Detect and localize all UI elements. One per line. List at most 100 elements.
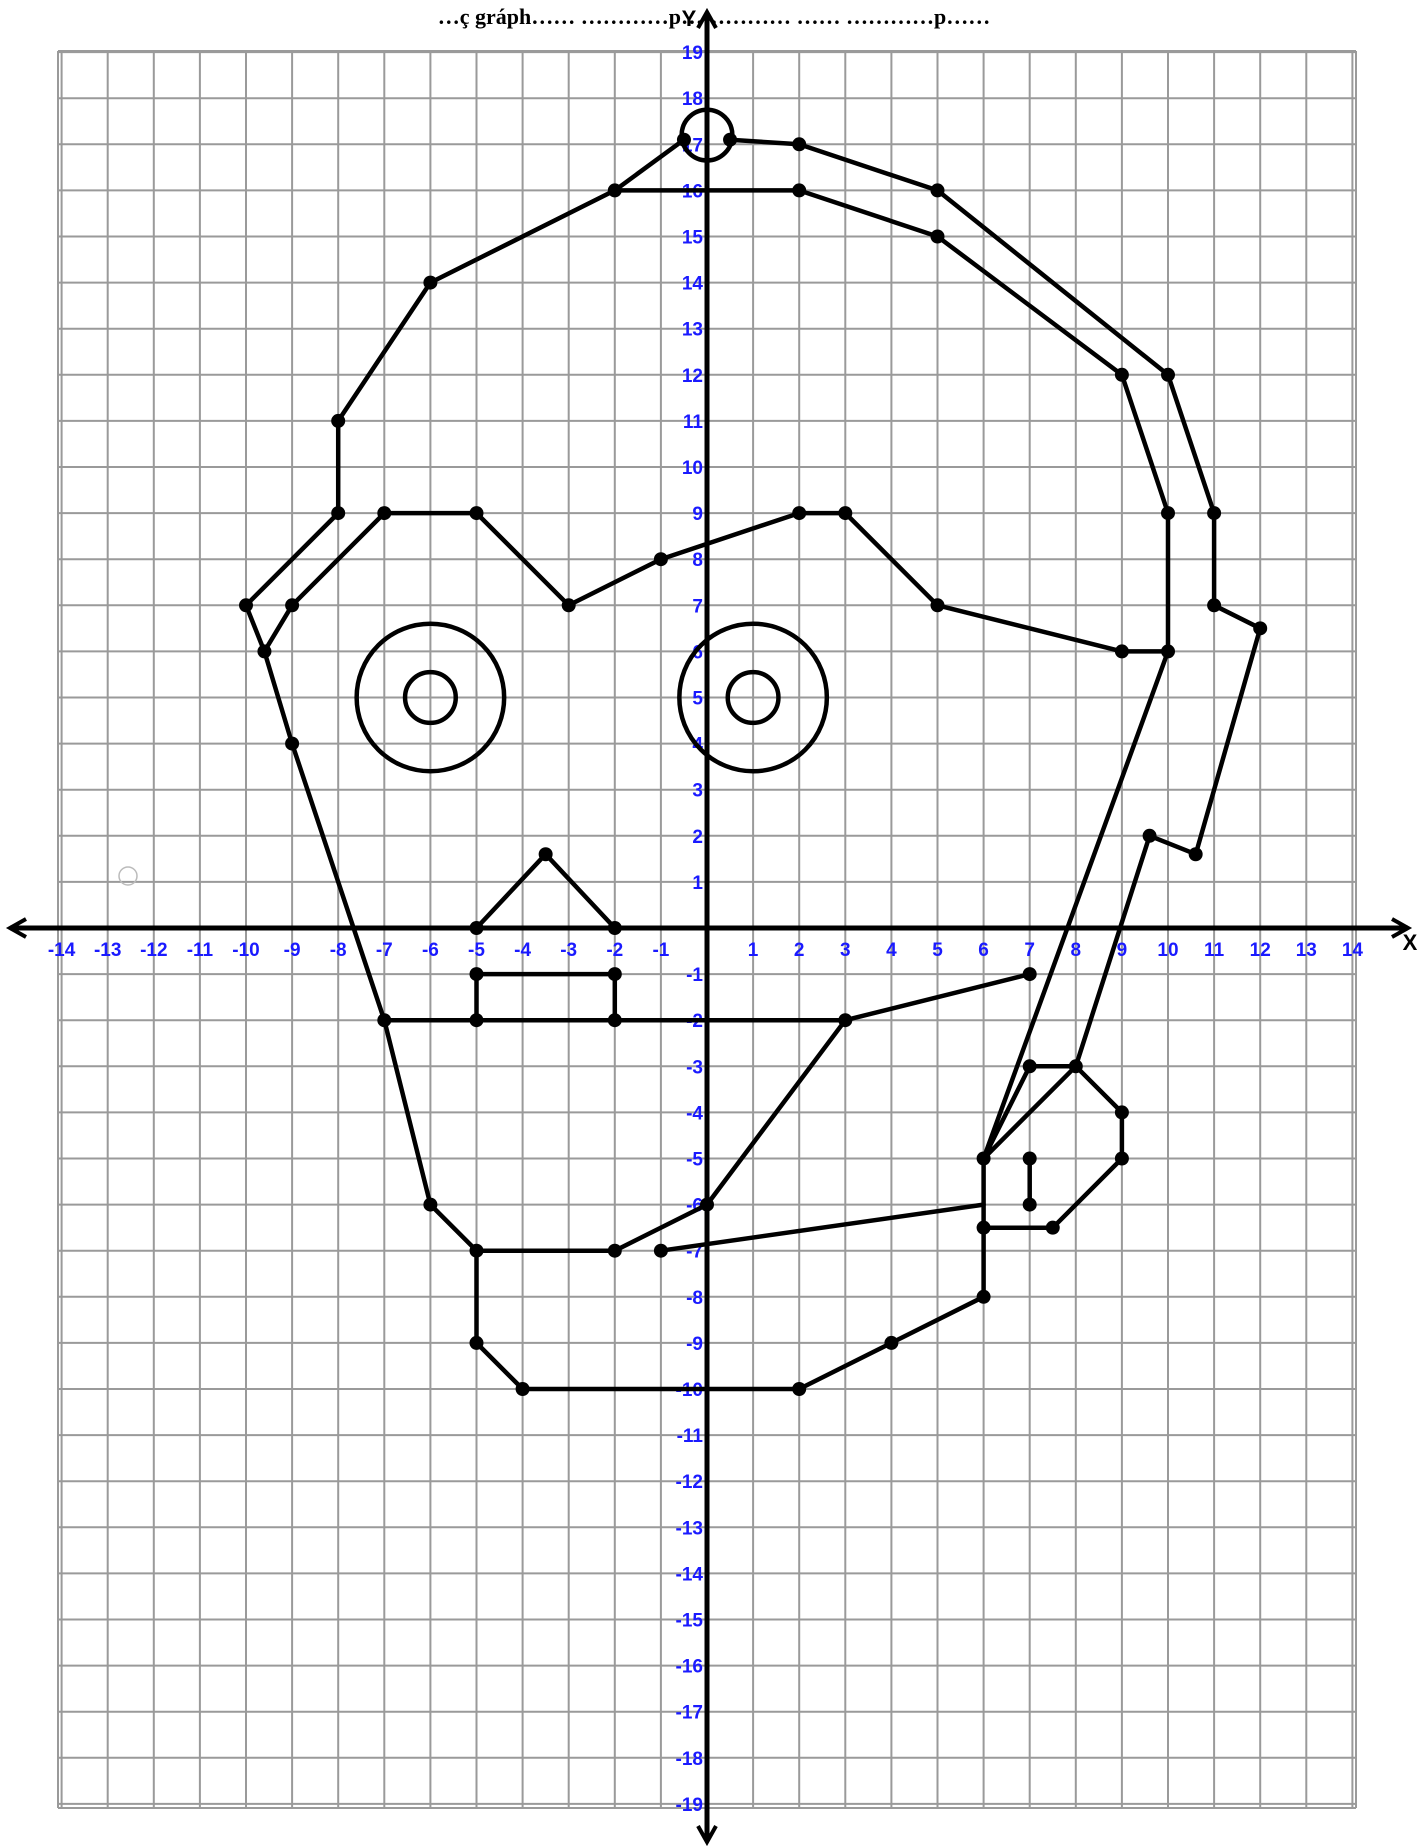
- vertex-point: [470, 1244, 484, 1258]
- vertex-point: [977, 1290, 991, 1304]
- vertex-point: [608, 967, 622, 981]
- y-tick-label: 12: [682, 366, 703, 387]
- x-tick-label: -5: [468, 940, 485, 961]
- x-tick-label: 4: [886, 940, 897, 961]
- x-axis-label: X: [1403, 930, 1418, 955]
- vertex-point: [977, 1221, 991, 1235]
- vertex-point: [539, 847, 553, 861]
- vertex-point: [1023, 967, 1037, 981]
- vertex-point: [608, 921, 622, 935]
- vertex-point: [838, 1013, 852, 1027]
- vertex-point: [1207, 598, 1221, 612]
- x-tick-label: -2: [606, 940, 623, 961]
- x-tick-label: 11: [1204, 940, 1225, 961]
- vertex-point: [1046, 1221, 1060, 1235]
- vertex-point: [931, 230, 945, 244]
- y-tick-label: 13: [682, 320, 703, 341]
- y-tick-label: -12: [676, 1472, 703, 1493]
- x-tick-label: 6: [978, 940, 989, 961]
- vertex-point: [931, 183, 945, 197]
- vertex-point: [470, 1336, 484, 1350]
- vertex-point: [1189, 847, 1203, 861]
- y-tick-label: -13: [676, 1518, 703, 1539]
- x-tick-label: 1: [748, 940, 759, 961]
- y-tick-label: -15: [676, 1611, 704, 1632]
- x-tick-label: 14: [1342, 940, 1364, 961]
- vertex-point: [792, 506, 806, 520]
- y-tick-label: -5: [686, 1150, 703, 1171]
- vertex-point: [1143, 829, 1157, 843]
- y-tick-label: 9: [692, 504, 703, 525]
- vertex-point: [1023, 1152, 1037, 1166]
- y-tick-label: 19: [682, 43, 703, 64]
- vertex-point: [977, 1152, 991, 1166]
- x-tick-label: -3: [560, 940, 577, 961]
- vertex-point: [1161, 644, 1175, 658]
- vertex-point: [700, 1198, 714, 1212]
- y-tick-label: -17: [676, 1703, 703, 1724]
- x-tick-label: -4: [514, 940, 531, 961]
- y-tick-label: 3: [692, 781, 703, 802]
- x-tick-label: 10: [1157, 940, 1178, 961]
- vertex-point: [285, 737, 299, 751]
- y-tick-label: -3: [686, 1057, 703, 1078]
- axes: [10, 12, 1408, 1842]
- vertex-point: [1023, 1059, 1037, 1073]
- vertex-point: [931, 598, 945, 612]
- x-tick-label: 2: [794, 940, 805, 961]
- x-tick-label: -8: [330, 940, 347, 961]
- vertex-point: [423, 1198, 437, 1212]
- vertex-point: [884, 1336, 898, 1350]
- y-tick-label: 18: [682, 89, 703, 110]
- vertex-point: [331, 414, 345, 428]
- x-tick-label: -13: [94, 940, 121, 961]
- x-tick-label: -1: [652, 940, 669, 961]
- x-tick-label: 8: [1071, 940, 1082, 961]
- vertex-point: [608, 1244, 622, 1258]
- y-axis-label: Y: [682, 6, 697, 31]
- vertex-point: [654, 552, 668, 566]
- vertex-point: [516, 1382, 530, 1396]
- vertex-point: [470, 921, 484, 935]
- vertex-point: [1023, 1198, 1037, 1212]
- x-tick-label: -10: [232, 940, 259, 961]
- vertex-point: [470, 967, 484, 981]
- vertex-point: [1207, 506, 1221, 520]
- y-tick-label: -11: [677, 1426, 704, 1447]
- y-tick-label: -18: [676, 1749, 703, 1770]
- vertex-point: [1115, 1152, 1129, 1166]
- vertex-point: [792, 137, 806, 151]
- vertex-point: [1069, 1059, 1083, 1073]
- y-tick-label: 11: [683, 412, 704, 433]
- x-tick-label: -7: [376, 940, 393, 961]
- vertex-point: [470, 506, 484, 520]
- vertex-point: [792, 183, 806, 197]
- vertex-point: [654, 1244, 668, 1258]
- x-tick-label: -9: [284, 940, 301, 961]
- vertex-point: [423, 276, 437, 290]
- vertex-point: [331, 506, 345, 520]
- vertex-point: [723, 133, 737, 147]
- y-tick-label: -4: [686, 1103, 703, 1124]
- vertex-point: [608, 183, 622, 197]
- y-tick-label: -8: [686, 1288, 703, 1309]
- vertex-point: [470, 1013, 484, 1027]
- vertex-point: [1115, 644, 1129, 658]
- y-tick-label: -1: [686, 965, 703, 986]
- y-tick-label: -16: [676, 1657, 703, 1678]
- x-tick-label: 5: [932, 940, 943, 961]
- vertex-point: [257, 644, 271, 658]
- vertex-point: [1161, 368, 1175, 382]
- x-tick-label: -11: [187, 940, 214, 961]
- head-outer: [246, 140, 684, 606]
- vertex-point: [1115, 368, 1129, 382]
- vertex-point: [377, 506, 391, 520]
- vertex-point: [1253, 621, 1267, 635]
- y-tick-label: 15: [682, 228, 704, 249]
- x-tick-label: 7: [1024, 940, 1035, 961]
- y-tick-label: -14: [676, 1564, 704, 1585]
- y-tick-label: 1: [692, 873, 703, 894]
- vertex-point: [562, 598, 576, 612]
- mouth-box: [477, 974, 615, 1020]
